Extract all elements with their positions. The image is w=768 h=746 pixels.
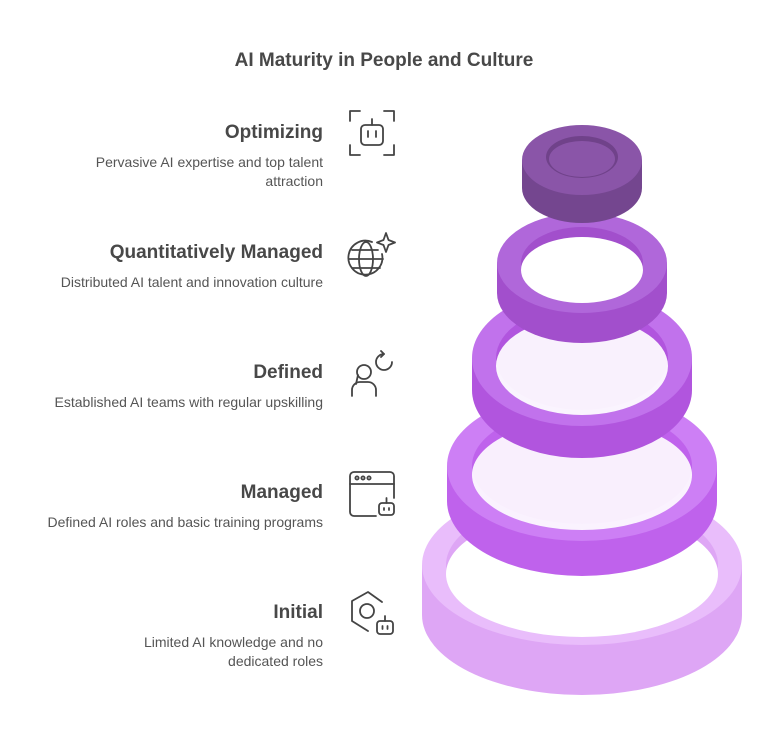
- person-refresh-icon: [351, 350, 393, 397]
- ring-optimizing: [522, 125, 642, 223]
- level-optimizing: Optimizing Pervasive AI expertise and to…: [0, 121, 323, 191]
- level-defined: Defined Established AI teams with regula…: [0, 361, 323, 412]
- page-title: AI Maturity in People and Culture: [234, 50, 534, 71]
- level-description: Established AI teams with regular upskil…: [54, 394, 323, 410]
- level-name: Quantitatively Managed: [109, 242, 323, 263]
- hexagon-robot-icon: [351, 591, 394, 635]
- robot-frame-icon: [349, 110, 395, 156]
- level-description: Pervasive AI expertise and top talent at…: [95, 154, 323, 189]
- level-description: Distributed AI talent and innovation cul…: [60, 274, 323, 290]
- ring-quantitatively-managed: [497, 213, 667, 343]
- level-managed: Managed Defined AI roles and basic train…: [0, 481, 323, 532]
- level-description: Limited AI knowledge and no dedicated ro…: [143, 634, 323, 669]
- level-name: Optimizing: [224, 122, 323, 143]
- level-quantitatively-managed: Quantitatively Managed Distributed AI ta…: [0, 241, 323, 292]
- level-name: Defined: [253, 362, 323, 383]
- level-name: Managed: [240, 482, 323, 503]
- browser-robot-icon: [349, 471, 395, 517]
- globe-sparkle-icon: [347, 232, 396, 277]
- level-name: Initial: [273, 602, 323, 623]
- level-initial: Initial Limited AI knowledge and no dedi…: [0, 601, 323, 671]
- level-description: Defined AI roles and basic training prog…: [47, 514, 323, 530]
